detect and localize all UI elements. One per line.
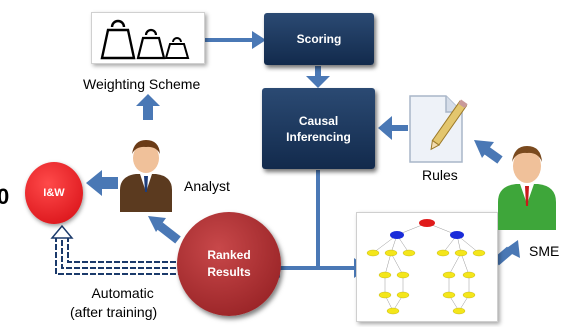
arrow-rules-to-causal xyxy=(378,116,408,140)
arrow-automatic-feedback xyxy=(50,224,192,275)
network-yellow-nodes xyxy=(366,249,486,315)
automatic-label-line2: (after training) xyxy=(70,304,158,320)
scoring-box: Scoring xyxy=(264,13,374,65)
analyst-person-icon xyxy=(116,134,176,212)
arrow-weights-to-scoring xyxy=(205,31,266,49)
weighting-scheme-label: Weighting Scheme xyxy=(83,76,201,92)
weight-small-icon xyxy=(164,37,190,59)
iw-label: I&W xyxy=(43,187,65,199)
arrow-scoring-to-causal xyxy=(306,66,330,88)
weight-large-icon xyxy=(100,19,136,60)
causal-label-line1: Causal xyxy=(298,113,339,128)
iw-node: I&W xyxy=(25,162,83,224)
ranked-results-node: Ranked Results xyxy=(177,212,281,316)
network-node-blue-right xyxy=(450,231,464,239)
automatic-label: Automatic (after training) xyxy=(70,284,157,322)
ranked-label-line2: Results xyxy=(207,265,251,279)
ranked-label-line1: Ranked xyxy=(207,248,251,262)
causal-inferencing-box: Causal Inferencing xyxy=(262,88,375,169)
bayesian-network-diagram xyxy=(366,219,486,315)
network-graph-image xyxy=(356,212,498,322)
arrow-sme-to-rules xyxy=(474,140,503,164)
causal-label-line2: Inferencing xyxy=(286,129,351,144)
network-node-blue-left xyxy=(390,231,404,239)
arrow-network-to-sme xyxy=(493,240,520,266)
weights-image xyxy=(91,12,205,64)
scoring-label: Scoring xyxy=(296,32,342,46)
edge-fragment-text: 0 xyxy=(0,184,10,209)
sme-person-icon xyxy=(494,140,560,230)
rules-document-icon xyxy=(406,94,468,164)
analyst-label: Analyst xyxy=(184,178,230,194)
rules-label: Rules xyxy=(422,167,458,183)
network-root-node xyxy=(419,219,435,227)
arrow-analyst-to-iw xyxy=(86,170,118,196)
sme-label: SME xyxy=(529,243,560,259)
automatic-label-line1: Automatic xyxy=(91,285,154,301)
weight-icons xyxy=(100,19,190,60)
pencil-icon xyxy=(430,99,468,151)
arrow-analyst-to-weighting xyxy=(136,94,160,120)
weight-medium-icon xyxy=(136,28,166,60)
arrow-ranked-to-analyst xyxy=(148,216,181,244)
